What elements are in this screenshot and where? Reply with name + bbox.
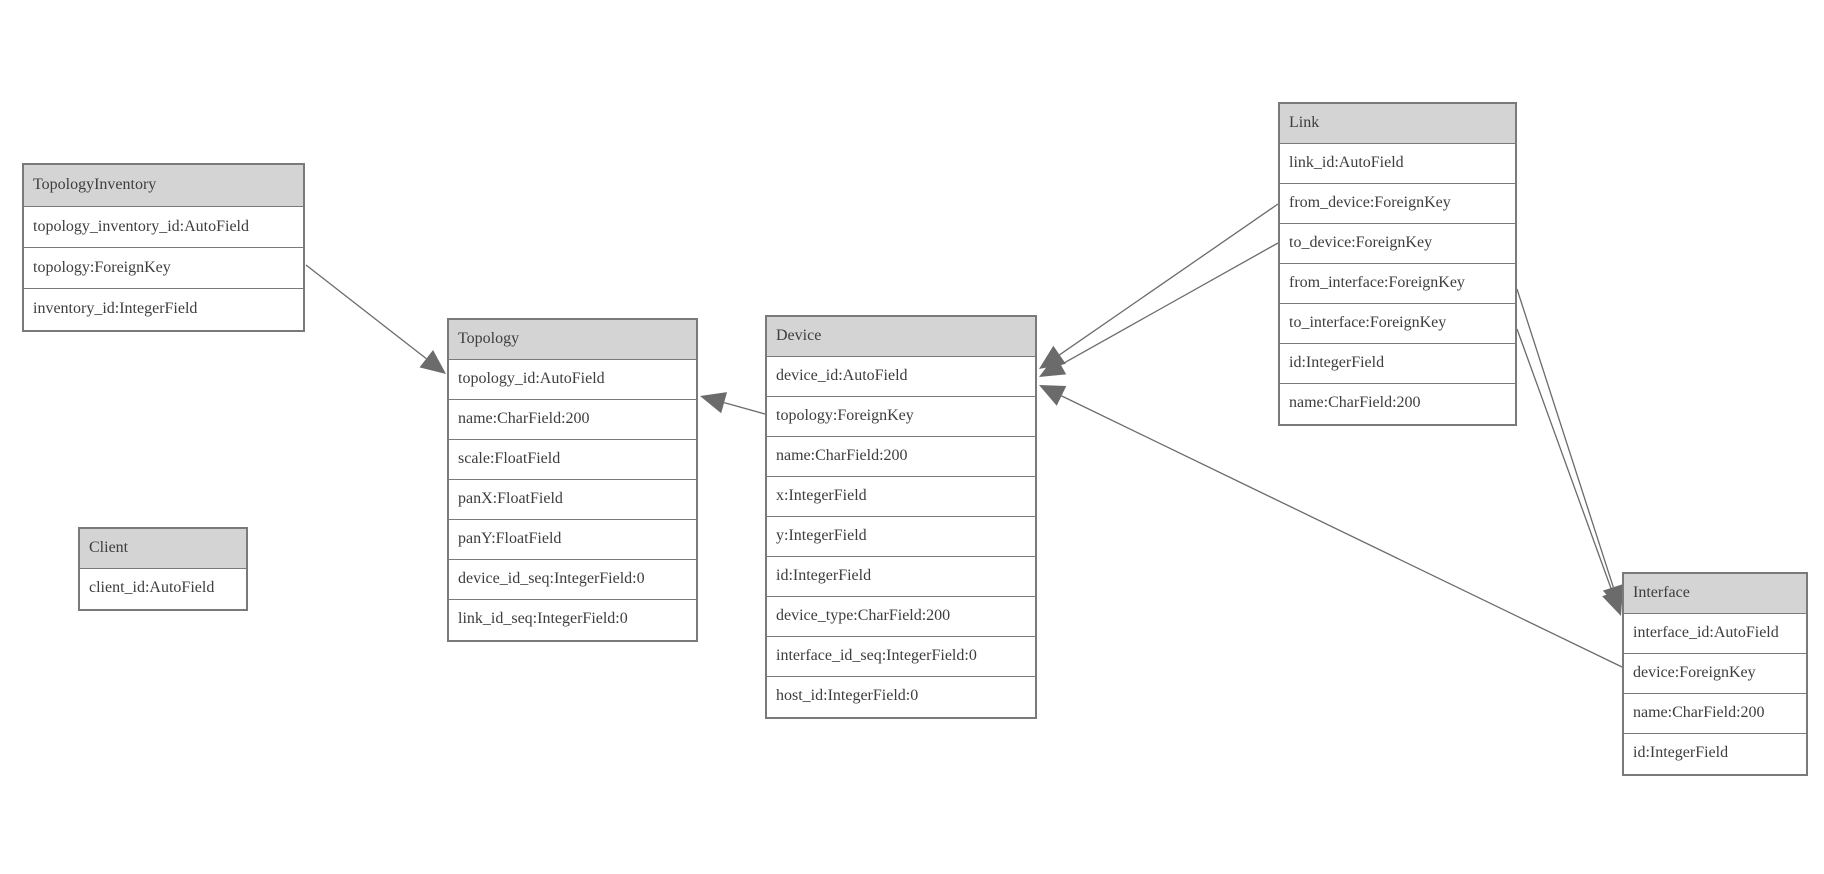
entity-title: Link <box>1280 104 1515 144</box>
entity-title: Topology <box>449 320 696 360</box>
field-row: name:CharField:200 <box>767 437 1035 477</box>
entity-title: Client <box>80 529 246 569</box>
field-row: inventory_id:IntegerField <box>24 289 303 330</box>
entity-title: TopologyInventory <box>24 165 303 207</box>
field-row: y:IntegerField <box>767 517 1035 557</box>
field-row: scale:FloatField <box>449 440 696 480</box>
field-row: topology_id:AutoField <box>449 360 696 400</box>
field-row: link_id:AutoField <box>1280 144 1515 184</box>
field-row: name:CharField:200 <box>1624 694 1806 734</box>
field-row: from_interface:ForeignKey <box>1280 264 1515 304</box>
field-row: x:IntegerField <box>767 477 1035 517</box>
arrowhead-icon <box>700 392 728 414</box>
field-row: name:CharField:200 <box>1280 384 1515 424</box>
field-row: name:CharField:200 <box>449 400 696 440</box>
field-row: from_device:ForeignKey <box>1280 184 1515 224</box>
entity-title: Interface <box>1624 574 1806 614</box>
edge-device-topology <box>700 392 766 415</box>
edge-link-from-device-device <box>1039 203 1279 369</box>
field-row: id:IntegerField <box>1624 734 1806 774</box>
entity-title: Device <box>767 317 1035 357</box>
arrowhead-icon <box>1039 385 1067 406</box>
field-row: topology:ForeignKey <box>767 397 1035 437</box>
field-row: id:IntegerField <box>1280 344 1515 384</box>
field-row: to_device:ForeignKey <box>1280 224 1515 264</box>
field-row: to_interface:ForeignKey <box>1280 304 1515 344</box>
field-row: interface_id:AutoField <box>1624 614 1806 654</box>
field-row: link_id_seq:IntegerField:0 <box>449 600 696 640</box>
edge-interface-device <box>1039 385 1623 668</box>
field-row: interface_id_seq:IntegerField:0 <box>767 637 1035 677</box>
field-row: device_id_seq:IntegerField:0 <box>449 560 696 600</box>
field-row: topology_inventory_id:AutoField <box>24 207 303 248</box>
field-row: host_id:IntegerField:0 <box>767 677 1035 717</box>
field-row: panY:FloatField <box>449 520 696 560</box>
field-row: id:IntegerField <box>767 557 1035 597</box>
field-row: device:ForeignKey <box>1624 654 1806 694</box>
edge-topologyinventory-topology <box>305 264 446 374</box>
arrowhead-icon <box>1039 355 1067 377</box>
field-row: client_id:AutoField <box>80 569 246 609</box>
field-row: topology:ForeignKey <box>24 248 303 289</box>
field-row: device_type:CharField:200 <box>767 597 1035 637</box>
field-row: device_id:AutoField <box>767 357 1035 397</box>
edge-link-to-interface-interface <box>1516 328 1623 616</box>
arrowhead-icon <box>1602 588 1623 616</box>
field-row: panX:FloatField <box>449 480 696 520</box>
arrowhead-icon <box>419 349 446 374</box>
edge-link-to-device-device <box>1039 242 1279 377</box>
edge-link-from-interface-interface <box>1516 288 1624 611</box>
